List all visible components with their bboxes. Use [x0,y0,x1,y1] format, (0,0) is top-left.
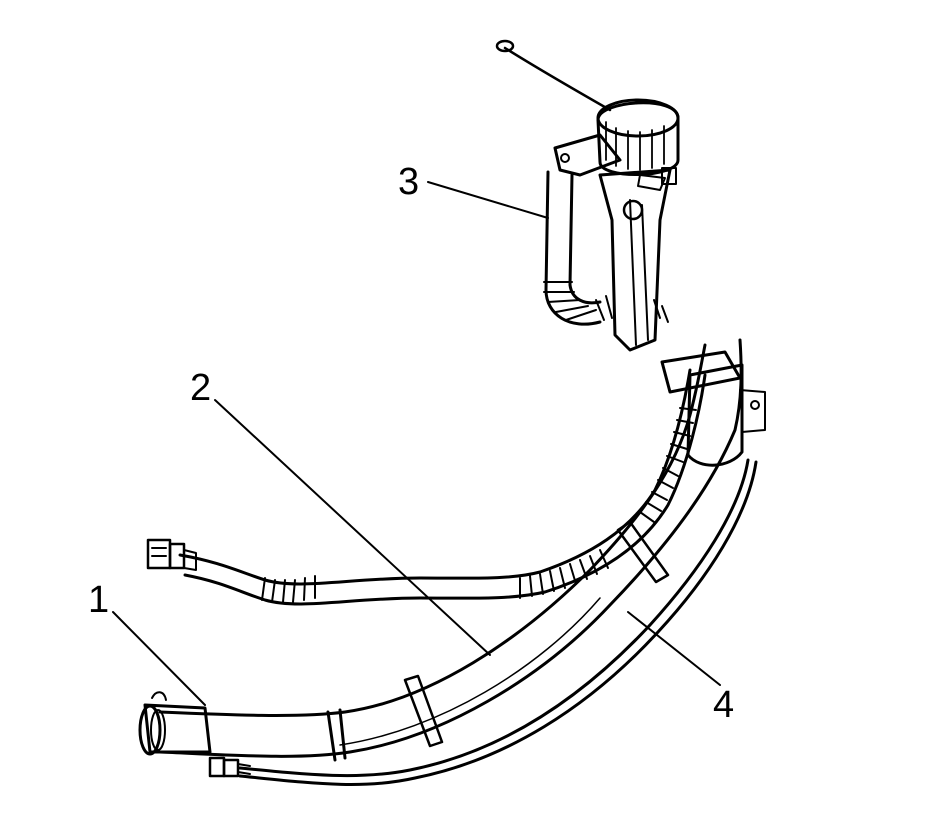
filler-pipe [138,338,766,762]
callout-label-3: 3 [398,161,419,203]
leader-line-2 [214,399,491,656]
leader-lines [112,181,721,706]
vent-tube [208,458,758,786]
callout-label-2: 2 [190,367,211,409]
leader-line-4 [627,611,721,686]
callout-label-1: 1 [88,579,109,621]
leader-line-1 [112,611,206,706]
recirculation-hose [146,368,707,606]
leader-line-3 [427,181,549,219]
callout-label-4: 4 [713,684,734,726]
fill-neck-housing [495,39,680,352]
